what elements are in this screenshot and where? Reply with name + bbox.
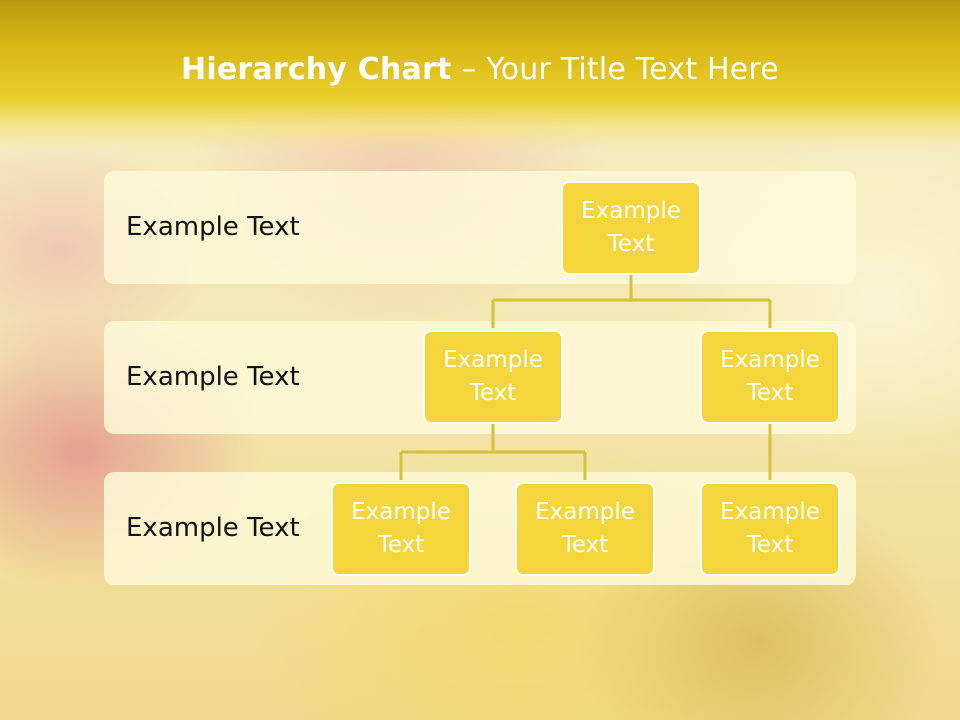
slide-title: Hierarchy Chart – Your Title Text Here [0, 52, 960, 87]
node-level2-right[interactable]: Example Text [700, 330, 840, 424]
title-rest: – Your Title Text Here [451, 52, 779, 87]
node-level3-a[interactable]: Example Text [331, 482, 471, 576]
node-level3-b[interactable]: Example Text [515, 482, 655, 576]
title-bold: Hierarchy Chart [181, 52, 452, 87]
level-band-1: Example Text [104, 171, 856, 284]
title-bar [0, 0, 960, 150]
node-root[interactable]: Example Text [561, 181, 701, 275]
level-3-label: Example Text [126, 513, 300, 543]
node-level3-c[interactable]: Example Text [700, 482, 840, 576]
level-2-label: Example Text [126, 362, 300, 392]
node-level2-left[interactable]: Example Text [423, 330, 563, 424]
level-1-label: Example Text [126, 212, 300, 242]
